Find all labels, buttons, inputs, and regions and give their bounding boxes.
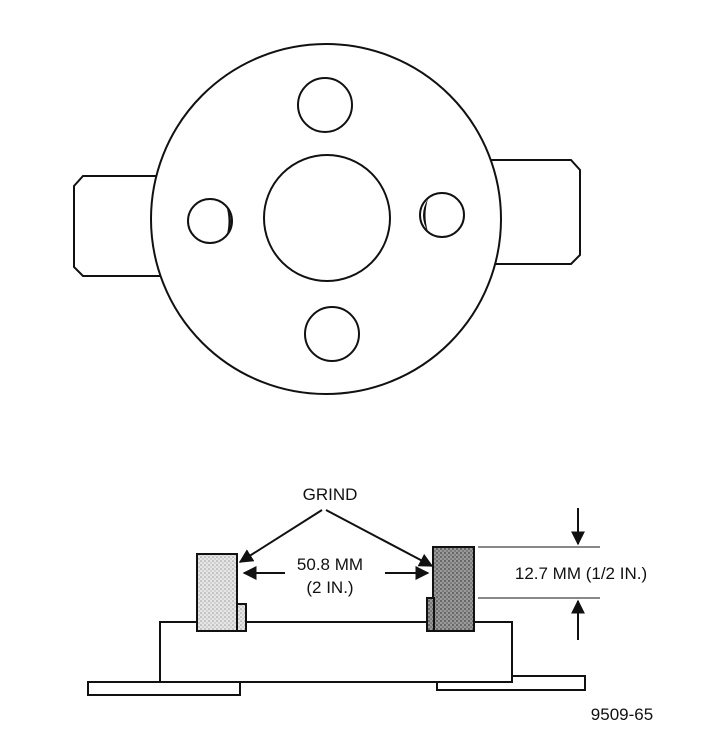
height-label: 12.7 MM (1/2 IN.) <box>515 564 647 583</box>
grind-label: GRIND <box>303 485 358 504</box>
hole-right <box>419 192 465 238</box>
right-mounting-tab <box>480 159 581 265</box>
top-view <box>73 43 581 395</box>
side-view <box>87 546 586 696</box>
hole-bottom <box>304 306 360 362</box>
hole-right-crescent <box>423 199 428 232</box>
grind-leader-left <box>238 509 323 563</box>
post-right <box>432 546 475 632</box>
post-left <box>196 553 238 632</box>
post-right-step <box>426 597 435 632</box>
left-mounting-tab <box>73 175 170 277</box>
dimension-lines <box>238 508 600 640</box>
distance-mm-label: 50.8 MM <box>297 555 363 574</box>
distance-in-label: (2 IN.) <box>306 578 353 597</box>
center-hole <box>263 154 391 282</box>
post-left-step <box>236 603 247 632</box>
figure-id: 9509-65 <box>591 705 653 724</box>
hole-top <box>297 77 353 133</box>
flange-left <box>87 681 241 696</box>
hole-left <box>187 198 233 244</box>
hole-left-crescent <box>226 205 231 238</box>
grind-leader-right <box>325 509 434 567</box>
